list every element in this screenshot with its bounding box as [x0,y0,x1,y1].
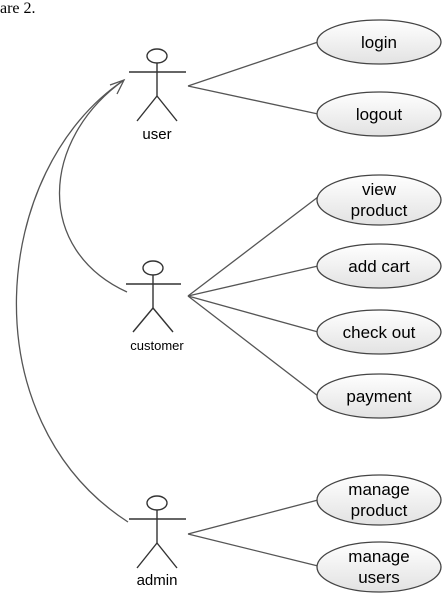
use-case-manage-users[interactable]: manage users [316,541,442,593]
actor-admin[interactable]: admin [129,495,186,589]
use-case-login[interactable]: login [316,19,442,65]
actor-admin-figure [129,495,186,569]
use-case-payment[interactable]: payment [316,373,442,419]
use-case-login-label: login [361,33,397,52]
association-customer-view-product [187,196,319,297]
use-case-view-product-label-line2: product [351,201,408,220]
use-case-manage-product-label-line2: product [351,501,408,520]
association-customer-check-out [187,295,319,333]
use-case-add-cart[interactable]: add cart [316,243,442,289]
use-case-view-product[interactable]: view product [316,174,442,226]
use-case-logout[interactable]: logout [316,91,442,137]
caption-text: are 2. [0,0,36,17]
use-case-check-out-label: check out [343,323,416,342]
use-case-manage-product[interactable]: manage product [316,474,442,526]
actor-user-figure [129,48,186,122]
association-customer-payment [187,295,319,397]
generalizations [15,78,129,523]
association-user-login [187,41,319,87]
generalization-arrowhead [109,78,126,95]
use-case-check-out[interactable]: check out [316,309,442,355]
generalization-customer-to-user [58,79,128,293]
use-case-logout-label: logout [356,105,403,124]
actor-customer[interactable]: customer [126,260,184,353]
actor-user-label: user [142,126,171,143]
association-admin-manage-users [187,533,319,567]
association-admin-manage-product [187,499,319,535]
use-case-view-product-label-line1: view [362,180,397,199]
actor-admin-label: admin [137,572,178,589]
use-case-manage-product-label-line1: manage [348,480,409,499]
actor-customer-label: customer [130,338,184,353]
actor-customer-figure [126,260,181,333]
association-customer-add-cart [187,265,319,297]
use-case-payment-label: payment [346,387,411,406]
use-case-manage-users-label-line1: manage [348,547,409,566]
associations [187,41,319,567]
use-case-add-cart-label: add cart [348,257,410,276]
use-case-manage-users-label-line2: users [358,568,400,587]
generalization-admin-to-user [15,79,129,523]
actor-user[interactable]: user [129,48,186,143]
association-user-logout [187,85,319,115]
